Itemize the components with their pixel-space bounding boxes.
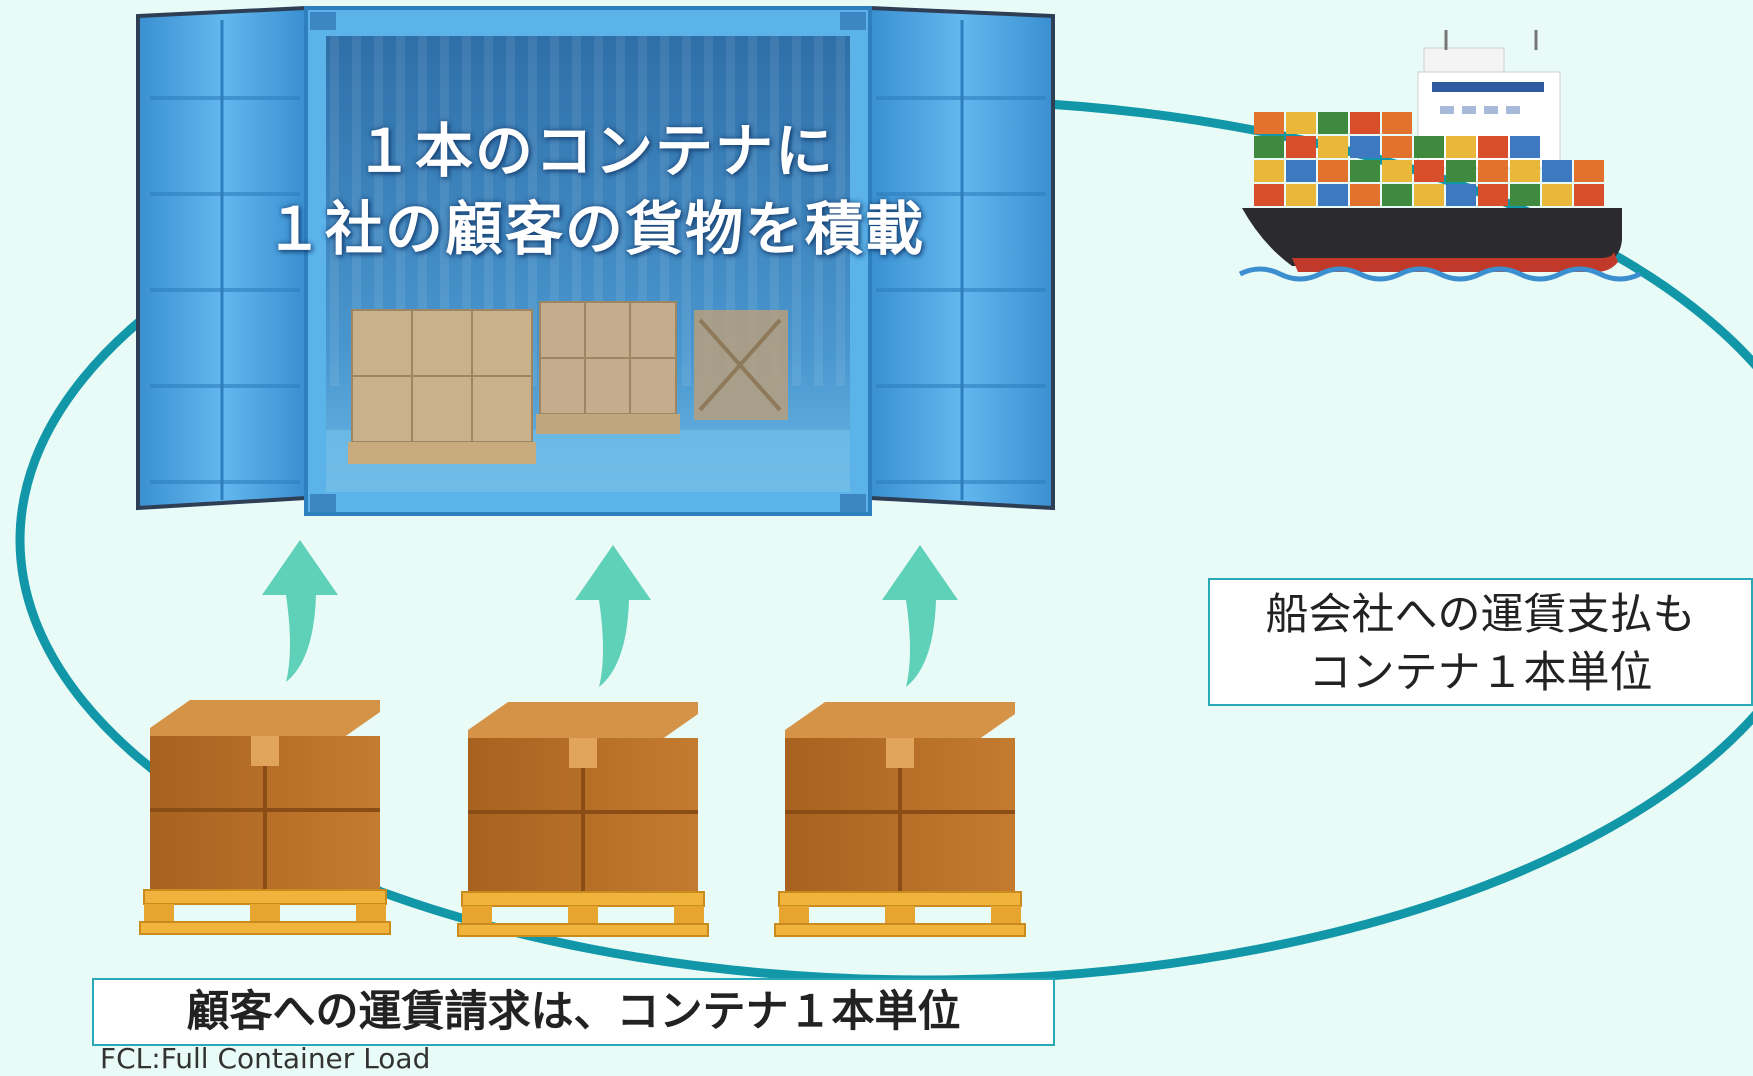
fcl-footnote: FCL:Full Container Load bbox=[100, 1042, 431, 1075]
customer-billing-label: 顧客への運賃請求は、コンテナ１本単位 bbox=[92, 978, 1055, 1046]
container-caption-line1: １本のコンテナに bbox=[354, 117, 835, 185]
container-cargo bbox=[348, 301, 788, 464]
container-ship-icon bbox=[1238, 30, 1642, 282]
carrier-label-line2: コンテナ１本単位 bbox=[1308, 648, 1653, 698]
carrier-label-line1: 船会社への運賃支払も bbox=[1265, 590, 1696, 640]
shipping-container-icon bbox=[136, 5, 1055, 516]
up-arrow-icon bbox=[262, 540, 338, 682]
pallet-box-icon bbox=[774, 702, 1026, 937]
container-caption: １本のコンテナに １社の顧客の貨物を積載 bbox=[230, 112, 960, 268]
pallet-box-icon bbox=[139, 700, 391, 935]
container-caption-line2: １社の顧客の貨物を積載 bbox=[264, 195, 925, 263]
pallet-box-icon bbox=[457, 702, 709, 937]
carrier-payment-label: 船会社への運賃支払も コンテナ１本単位 bbox=[1208, 578, 1753, 706]
up-arrow-icon bbox=[882, 545, 958, 687]
up-arrow-icon bbox=[575, 545, 651, 687]
